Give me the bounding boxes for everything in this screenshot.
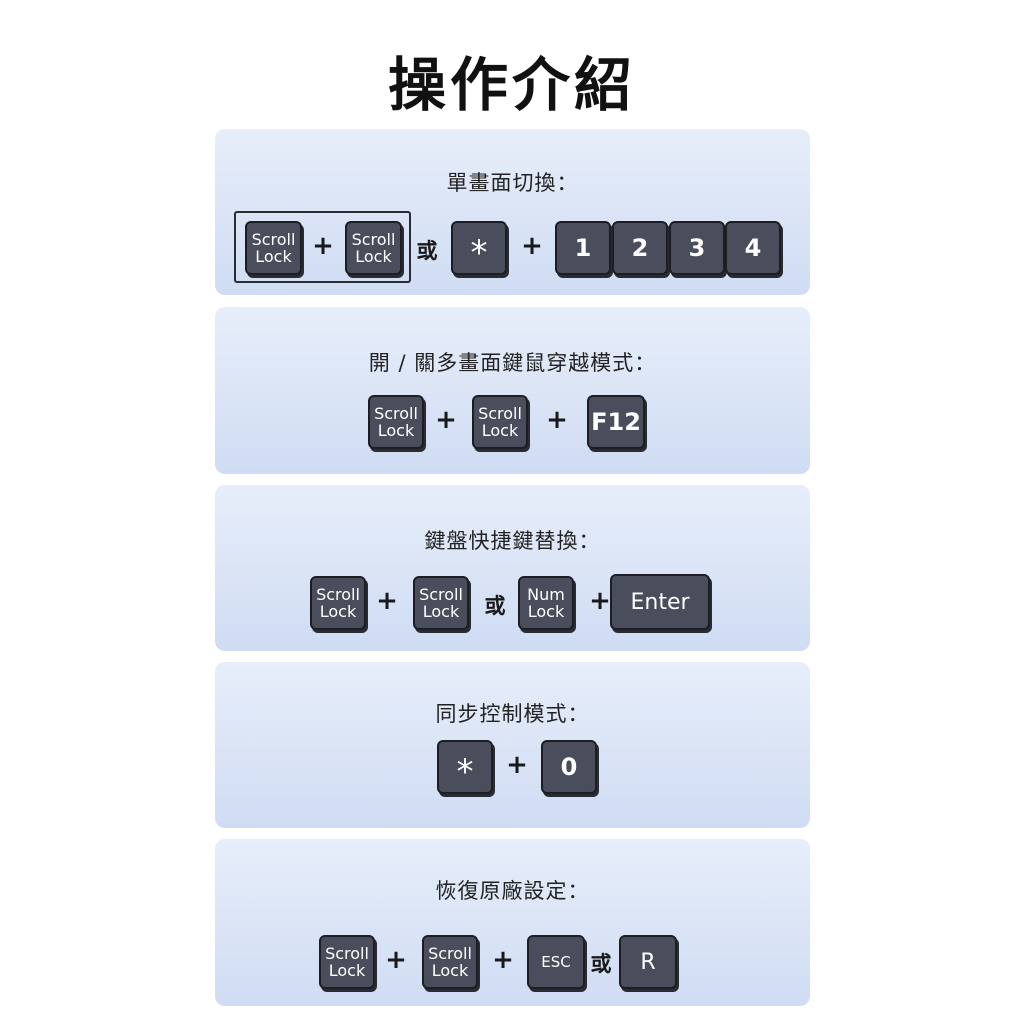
esc-key[interactable]: ESC (527, 935, 585, 989)
number-key-3[interactable]: 3 (669, 221, 725, 275)
key-label: Scroll (251, 230, 296, 249)
section-title: 恢復原廠設定： (435, 879, 590, 903)
asterisk-key[interactable]: * (437, 740, 493, 794)
plus-sign: + (435, 405, 457, 435)
scroll-lock-key[interactable]: Scroll Lock (422, 935, 478, 989)
section-title: 鍵盤快捷鍵替換： (424, 529, 601, 553)
asterisk-key[interactable]: * (451, 221, 507, 275)
scroll-lock-key[interactable]: Scroll Lock (310, 576, 366, 630)
scroll-lock-key[interactable]: Scroll Lock (413, 576, 469, 630)
key-label: Lock (431, 961, 469, 980)
key-label: Num (527, 585, 565, 604)
section-multi-screen-mode: 開 / 關多畫面鍵鼠穿越模式： Scroll Lock + Scroll Loc… (215, 307, 810, 474)
key-label: Scroll (419, 585, 463, 604)
or-text: 或 (484, 594, 506, 618)
scroll-lock-key[interactable]: Scroll Lock (368, 395, 424, 449)
scroll-lock-key[interactable]: Scroll Lock (319, 935, 375, 989)
enter-key[interactable]: Enter (610, 574, 710, 630)
key-label: Lock (527, 602, 565, 621)
section-single-screen-switch: 單畫面切換： Scroll Lock + Scroll Lock 或 * + 1… (215, 129, 810, 295)
plus-sign: + (312, 231, 334, 261)
key-label: Lock (255, 247, 292, 266)
plus-sign: + (546, 405, 568, 435)
section-factory-reset: 恢復原廠設定： Scroll Lock + Scroll Lock + ESC … (215, 839, 810, 1006)
scroll-lock-key[interactable]: Scroll Lock (472, 395, 528, 449)
plus-sign: + (521, 231, 543, 261)
num-lock-key[interactable]: Num Lock (518, 576, 574, 630)
key-label: Lock (481, 421, 519, 440)
number-key-1[interactable]: 1 (555, 221, 611, 275)
number-key-4[interactable]: 4 (725, 221, 781, 275)
page-title: 操作介紹 (387, 51, 636, 119)
plus-sign: + (492, 945, 514, 975)
plus-sign: + (376, 586, 398, 616)
section-title: 開 / 關多畫面鍵鼠穿越模式： (368, 351, 657, 375)
or-text: 或 (590, 952, 612, 976)
key-label: Lock (377, 421, 415, 440)
scroll-lock-key[interactable]: Scroll Lock (245, 221, 302, 275)
key-label: Scroll (374, 404, 418, 423)
key-label: Scroll (478, 404, 522, 423)
plus-sign: + (506, 750, 528, 780)
key-label: Lock (328, 961, 366, 980)
scroll-lock-combo-box (234, 211, 411, 283)
section-title: 單畫面切換： (446, 171, 579, 195)
section-hotkey-replace: 鍵盤快捷鍵替換： Scroll Lock + Scroll Lock 或 Num… (215, 485, 810, 651)
key-label: Scroll (316, 585, 360, 604)
section-title: 同步控制模式： (435, 702, 590, 726)
zero-key[interactable]: 0 (541, 740, 597, 794)
scroll-lock-key[interactable]: Scroll Lock (345, 221, 402, 275)
key-label: Scroll (325, 944, 369, 963)
plus-sign: + (385, 945, 407, 975)
key-label: Lock (355, 247, 392, 266)
key-label: Scroll (351, 230, 396, 249)
or-text: 或 (416, 239, 438, 263)
section-sync-control: 同步控制模式： * + 0 (215, 662, 810, 828)
plus-sign: + (589, 586, 611, 616)
number-key-2[interactable]: 2 (612, 221, 668, 275)
key-label: Lock (422, 602, 460, 621)
f12-key[interactable]: F12 (587, 395, 645, 449)
key-label: Scroll (428, 944, 472, 963)
r-key[interactable]: R (619, 935, 677, 989)
key-label: Lock (319, 602, 357, 621)
